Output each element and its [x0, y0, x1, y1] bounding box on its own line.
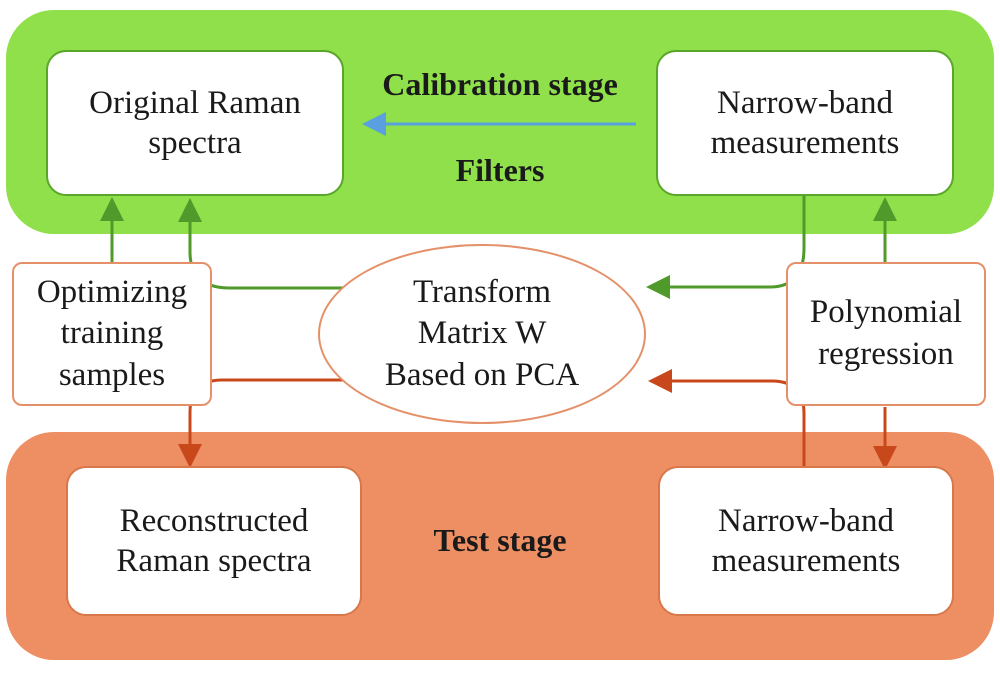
box-text-line: regression [818, 336, 954, 372]
test-measurements-to-transform-arrow [648, 369, 806, 466]
box-text-line: measurements [711, 543, 901, 579]
box-text-line: samples [58, 356, 166, 393]
calibration-stage-label: Calibration stage [382, 66, 618, 102]
box-text-line: Reconstructed [119, 502, 309, 539]
reconstructed-raman-spectra-box: Reconstructed Raman spectra [66, 466, 362, 616]
narrow-band-measurements-test-box: Narrow-band measurements [658, 466, 954, 616]
filters-label: Filters [455, 152, 545, 188]
transform-to-original-arrow [178, 198, 346, 290]
ellipse-text-line: Based on PCA [384, 356, 580, 393]
box-text-line: Raman spectra [116, 543, 312, 579]
original-raman-spectra-box: Original Raman spectra [46, 50, 344, 196]
ellipse-text-line: Transform [412, 273, 552, 310]
box-text-line: Original Raman [89, 84, 301, 121]
box-text-line: Polynomial [809, 294, 963, 331]
test-stage-label: Test stage [433, 522, 567, 558]
box-text-line: measurements [710, 125, 900, 161]
ellipse-text-line: Matrix W [417, 315, 547, 352]
box-text-line: Optimizing [36, 273, 188, 310]
narrow-band-measurements-cal-box: Narrow-band measurements [656, 50, 954, 196]
box-text-line: Narrow-band [717, 84, 893, 121]
transform-to-reconstructed-arrow [178, 378, 350, 468]
measurements-to-transform-arrow [646, 196, 806, 299]
optimizing-training-samples-box: Optimizing training samples [12, 262, 212, 406]
polynomial-regression-box: Polynomial regression [786, 262, 986, 406]
box-text-line: Narrow-band [718, 502, 894, 539]
box-text-line: spectra [148, 125, 242, 161]
box-text-line: training [60, 315, 164, 352]
transform-matrix-ellipse: Transform Matrix W Based on PCA [318, 244, 646, 424]
